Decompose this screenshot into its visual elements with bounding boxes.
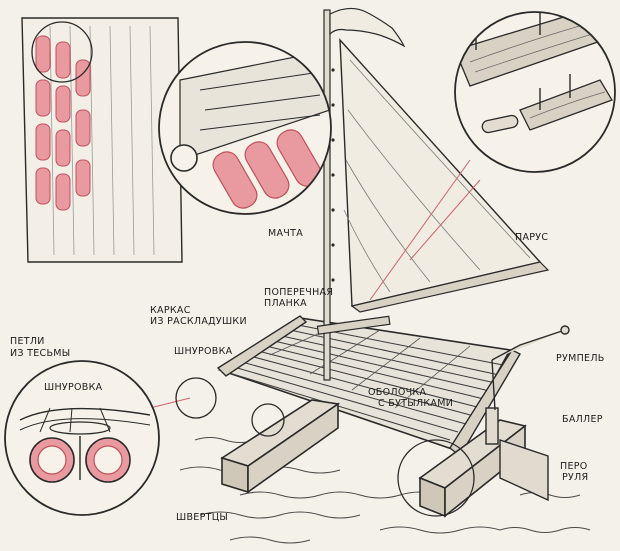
rudder: [485, 325, 570, 502]
lacing-detail-magnifier: [4, 360, 160, 516]
deck-plan-panel: [21, 17, 183, 263]
label-shell-line1: ОБОЛОЧКА: [368, 387, 427, 398]
label-loops-line1: ПЕТЛИ: [10, 336, 45, 347]
label-lacing-detail: ШНУРОВКА: [44, 382, 103, 393]
label-tiller: РУМПЕЛЬ: [556, 353, 605, 364]
label-thole: ШВЕРТЦЫ: [176, 512, 229, 523]
label-crossbar-line2: ПЛАНКА: [264, 298, 307, 309]
raft-deck: [216, 315, 521, 458]
crossbar-detail-magnifier: [454, 11, 616, 173]
label-frame-line1: КАРКАС: [150, 305, 191, 316]
left-float: [220, 399, 341, 494]
frame-detail-magnifier: [31, 21, 332, 215]
label-crossbar-line1: ПОПЕРЕЧНАЯ: [264, 287, 334, 298]
label-mast: МАЧТА: [268, 228, 304, 239]
focus-circles: [175, 377, 475, 517]
label-stock: БАЛЛЕР: [562, 414, 603, 425]
label-rudder-blade-line1: ПЕРО: [560, 461, 588, 472]
pointer-lines: [149, 139, 481, 409]
label-rudder-blade-line2: РУЛЯ: [562, 472, 589, 483]
mast-and-sail: [316, 7, 550, 381]
label-lacing-main: ШНУРОВКА: [174, 346, 233, 357]
label-frame-line2: ИЗ РАСКЛАДУШКИ: [150, 316, 247, 327]
label-loops-line2: ИЗ ТЕСЬМЫ: [10, 348, 71, 359]
label-sail: ПАРУС: [515, 232, 549, 243]
label-shell-line2: С БУТЫЛКАМИ: [378, 398, 454, 409]
